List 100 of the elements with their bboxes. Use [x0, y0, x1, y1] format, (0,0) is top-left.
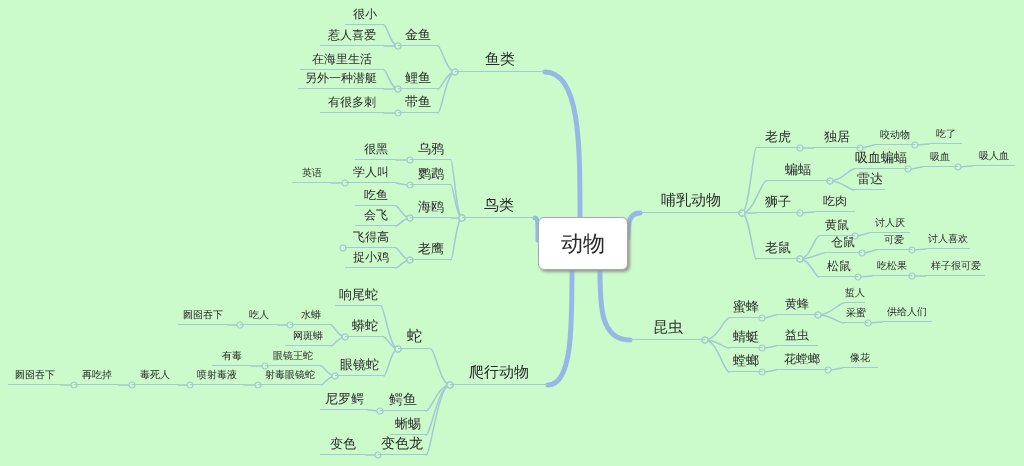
topic-label: 鱼类	[455, 52, 545, 72]
branch-line	[758, 368, 777, 376]
branch-line	[60, 381, 78, 389]
topic-label: 蜇人	[844, 288, 865, 303]
topic-label: 吃人	[240, 310, 278, 325]
branch-line	[365, 451, 382, 459]
branch-line	[118, 381, 136, 389]
branch-line	[856, 144, 875, 152]
topic-label: 再吃掉	[74, 370, 119, 385]
topic-label: 鹦鹉	[410, 167, 451, 185]
topic-label: 爬行动物	[450, 365, 548, 385]
topic-label: 带鱼	[398, 95, 438, 113]
topic-label: 水蟒	[290, 310, 331, 325]
topic-label: 响尾蛇	[335, 288, 381, 306]
branch-line	[625, 210, 643, 241]
topic-label: 金鱼	[398, 28, 438, 46]
branch-line	[864, 319, 883, 327]
topic-label: 可爱	[876, 235, 912, 250]
branch-line	[908, 246, 927, 254]
topic-label: 黄鼠	[819, 219, 855, 236]
topic-label: 蜻蜓	[729, 330, 762, 348]
topic-label: 囫囵吞下	[8, 370, 61, 385]
topic-label: 蜥蜴	[390, 417, 426, 435]
branch-line	[395, 256, 414, 269]
branch-line	[701, 336, 730, 373]
topic-label: 囫囵吞下	[178, 310, 228, 325]
topic-label: 有毒	[212, 351, 251, 366]
branch-line	[796, 209, 815, 217]
topic-label: 老虎	[756, 130, 800, 148]
branch-line	[851, 232, 870, 240]
branch-line	[395, 156, 414, 164]
topic-label: 狮子	[756, 195, 800, 213]
branch-line	[320, 372, 339, 386]
topic-label: 螳螂	[729, 354, 762, 372]
branch-line	[532, 215, 541, 243]
topic-label: 惹人喜爱	[320, 29, 384, 46]
topic-label: 吸血蝙蝠	[854, 151, 908, 169]
topic-label: 很小	[345, 8, 384, 25]
topic-label: 尼罗鳄	[320, 392, 368, 410]
topic-label: 吃肉	[814, 195, 855, 212]
branch-line	[796, 144, 815, 152]
topic-label: 变色	[320, 437, 366, 455]
branch-line	[904, 165, 923, 173]
topic-label: 昆虫	[630, 320, 705, 340]
topic-label: 讨人厌	[869, 218, 910, 233]
topic-label: 有很多刺	[320, 96, 384, 113]
topic-label: 在海里生活	[300, 53, 384, 70]
topic-label: 吃了	[929, 129, 962, 144]
topic-label: 学人叫	[345, 166, 396, 183]
topic-label: 松鼠	[819, 260, 858, 277]
topic-label: 讨人喜欢	[926, 234, 970, 249]
branch-line	[824, 366, 843, 374]
topic-label: 蛇	[398, 329, 431, 349]
topic-label: 雷达	[854, 172, 885, 190]
topic-label: 吃松果	[872, 261, 912, 276]
branch-line	[177, 381, 194, 389]
branch-line	[395, 181, 414, 189]
topic-label: 仓鼠	[824, 236, 862, 253]
topic-label: 样子很可爱	[926, 261, 985, 276]
topic-label: 黄蜂	[776, 298, 818, 315]
topic-label: 像花	[842, 353, 878, 368]
topic-label: 蟒蛇	[345, 319, 384, 337]
branch-line	[758, 344, 777, 352]
topic-label: 供给人们	[882, 307, 932, 322]
topic-label: 毒死人	[132, 370, 178, 385]
branch-line	[437, 68, 459, 114]
topic-label: 眼镜王蛇	[265, 351, 321, 366]
branch-line	[383, 85, 402, 93]
topic-label: 海鸥	[410, 200, 451, 218]
branch-line	[227, 321, 244, 329]
topic-label: 咬动物	[874, 130, 915, 145]
topic-label: 捉小鸡	[345, 251, 396, 268]
topic-label: 变色龙	[378, 436, 426, 455]
branch-line	[250, 362, 269, 370]
branch-line	[908, 272, 927, 280]
branch-line	[395, 214, 414, 227]
branch-line	[367, 407, 384, 415]
branch-line	[243, 381, 262, 389]
branch-line	[814, 311, 845, 324]
topic-label: 鲤鱼	[398, 71, 438, 89]
branch-line	[911, 141, 930, 149]
topic-label: 鳄鱼	[380, 392, 426, 411]
topic-label: 很黑	[355, 143, 396, 160]
topic-label: 英语	[292, 168, 331, 183]
branch-line	[854, 273, 873, 281]
topic-label: 另外一种潜艇	[298, 72, 384, 89]
topic-label: 哺乳动物	[640, 193, 742, 213]
branch-line	[383, 42, 402, 50]
topic-label: 眼镜蛇	[335, 358, 384, 376]
topic-label: 射毒眼镜蛇	[258, 370, 321, 385]
topic-label: 吸血	[922, 152, 958, 167]
branch-line	[330, 179, 349, 187]
topic-label: 网斑蟒	[285, 331, 331, 346]
branch-line	[383, 345, 402, 377]
topic-label: 吸人血	[972, 151, 1015, 166]
topic-label: 益虫	[776, 329, 818, 346]
topic-label: 老鼠	[756, 241, 800, 259]
topic-label: 老鹰	[410, 242, 451, 260]
branch-line	[858, 249, 877, 257]
branch-line	[954, 163, 973, 171]
